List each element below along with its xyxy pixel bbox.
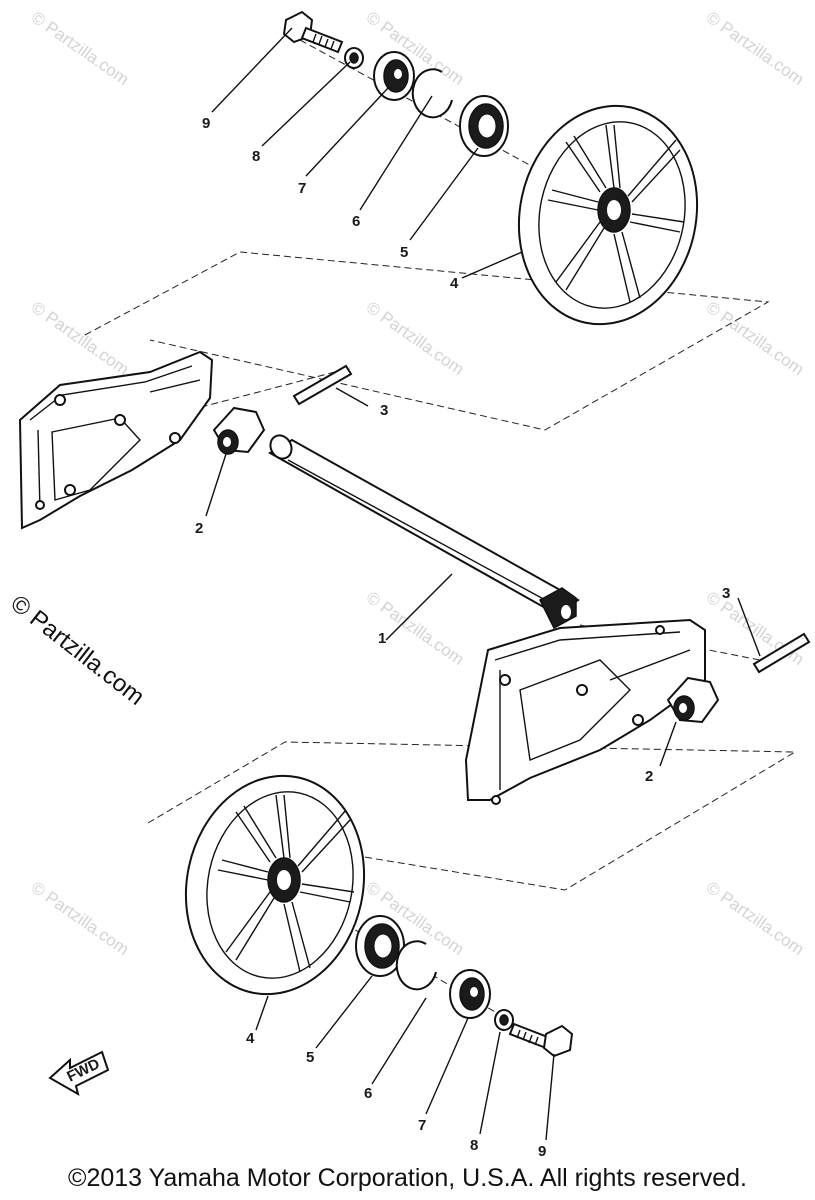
pin-lower (752, 632, 811, 674)
watermark: © Partzilla.com (703, 878, 808, 959)
bracket-lower (464, 618, 706, 805)
bolt-bottom (508, 1022, 574, 1058)
callout-7-top: 7 (298, 180, 306, 197)
bolt-top (282, 10, 344, 54)
watermark: © Partzilla.com (703, 8, 808, 89)
watermark: © Partzilla.com (363, 298, 468, 379)
bearing-top (459, 95, 509, 157)
watermark: © Partzilla.com (28, 298, 133, 379)
wheel-bottom (184, 774, 366, 996)
circlip-bottom (395, 940, 437, 991)
wheel-top (517, 104, 699, 326)
cap-top (373, 51, 415, 101)
cap-bottom (449, 969, 491, 1019)
adjuster-lower (666, 676, 720, 724)
watermark: © Partzilla.com (28, 878, 133, 959)
callout-9-top: 9 (202, 115, 210, 132)
circlip-top (411, 68, 453, 119)
callout-9-bottom: 9 (538, 1143, 546, 1160)
callout-1-axle: 1 (378, 630, 386, 647)
callout-8-top: 8 (252, 148, 260, 165)
pin-upper (292, 364, 353, 406)
callout-8-bottom: 8 (470, 1137, 478, 1154)
fwd-arrow: FWD (48, 1050, 110, 1097)
callout-5-bottom: 5 (306, 1049, 314, 1066)
washer-bottom-hole (499, 1014, 509, 1026)
watermark: © Partzilla.com (703, 588, 808, 669)
callout-4-bottom: 4 (246, 1030, 255, 1047)
upper-pin-guide (189, 367, 351, 411)
leader-lines (205, 27, 761, 1141)
callout-3-upper: 3 (380, 402, 388, 419)
watermark: © Partzilla.com (363, 588, 468, 669)
callout-3-lower: 3 (722, 585, 730, 602)
callout-5-top: 5 (400, 244, 408, 261)
callouts: 9 8 7 6 5 4 3 2 1 3 2 4 5 6 7 8 9 (195, 115, 730, 1160)
callout-2-lower: 2 (645, 768, 653, 785)
copyright-notice: ©2013 Yamaha Motor Corporation, U.S.A. A… (68, 1164, 747, 1192)
callout-6-top: 6 (352, 213, 360, 230)
washer-top-hole (349, 52, 359, 64)
bearing-bottom (355, 915, 405, 977)
adjuster-upper (212, 406, 266, 455)
callout-2-upper: 2 (195, 520, 203, 537)
axle (267, 434, 580, 630)
callout-6-bottom: 6 (364, 1085, 372, 1102)
watermark: © Partzilla.com (28, 8, 133, 89)
bracket-upper (18, 350, 214, 530)
watermarks: © Partzilla.com © Partzilla.com © Partzi… (28, 8, 808, 959)
upper-guide (84, 251, 770, 431)
callout-4-top: 4 (450, 275, 459, 292)
callout-7-bottom: 7 (418, 1117, 426, 1134)
lower-guide (147, 741, 797, 891)
